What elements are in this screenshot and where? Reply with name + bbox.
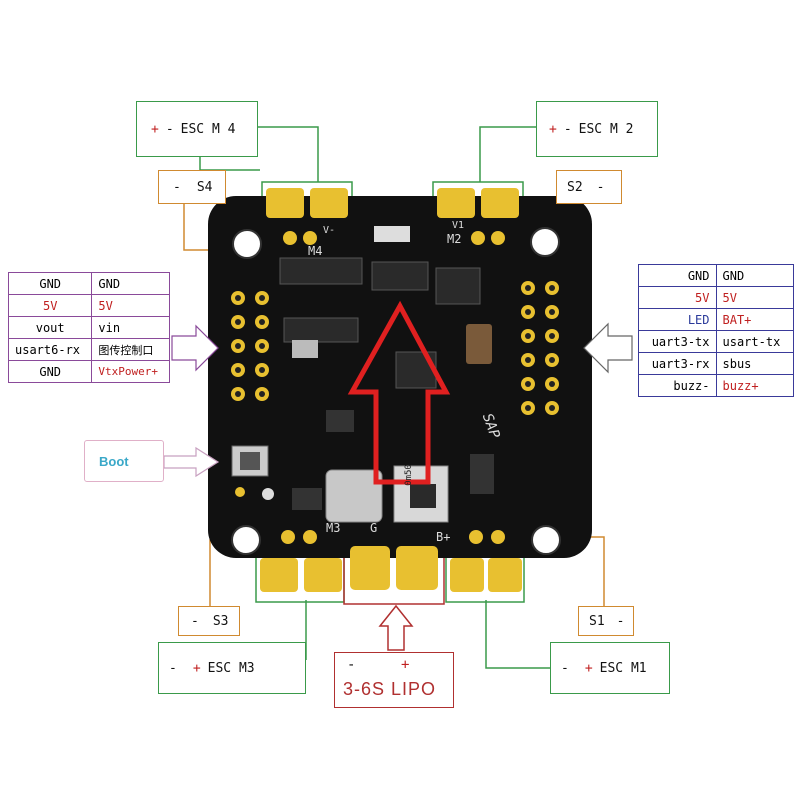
plus-sign: + [584,660,593,676]
minus-sign: - [596,179,605,195]
silk-shunt: 0m50 [403,464,414,486]
s2-label: S2 - [556,170,622,204]
pin-label: usart-tx [715,330,794,353]
pin-label: 5V [638,286,717,309]
pin-label: buzz+ [715,374,794,397]
esc-m1-label: - + ESC M1 [550,642,670,694]
plus-sign: + [151,121,159,137]
pin-label: usart6-rx [7,338,93,361]
esc-m1-text: ESC M1 [599,660,647,676]
silk-bplus: B+ [436,530,451,544]
silk-m4: M4 [308,244,323,258]
pin-label: vout [7,316,93,339]
esc-m2-label: + - ESC M 2 [536,101,658,157]
pin-label: BAT+ [715,308,794,331]
silk-m3: M3 [326,521,341,535]
s1-label: S1 - [578,606,634,636]
esc-m3-text: ESC M3 [207,660,255,676]
boot-label: Boot [84,440,164,482]
pin-label: uart3-tx [638,330,717,353]
plus-sign: + [192,660,201,676]
esc-m4-text: ESC M 4 [180,121,236,137]
pin-label: GND [715,264,794,287]
pin-label: buzz- [638,374,717,397]
pin-label: 5V [91,294,170,317]
s3-label: - S3 [178,606,240,636]
s1-text: S1 [589,613,605,629]
silk-v1: V1 [452,220,465,231]
plus-sign: + [549,121,557,137]
pin-label: GND [638,264,717,287]
pin-label: GND [7,272,93,295]
s3-text: S3 [212,613,229,629]
pin-label: uart3-rx [638,352,717,375]
minus-sign: - [616,613,625,629]
minus-sign: - [347,657,356,673]
pin-label: 5V [7,294,93,317]
table-row: buzz-buzz+ [638,374,794,397]
pin-label: LED [638,308,717,331]
pin-label: sbus [715,352,794,375]
minus-sign: - [561,660,569,676]
silk-m2: M2 [447,232,462,246]
minus-sign: - [191,613,199,629]
boot-text: Boot [99,453,129,469]
pin-label: vin [91,316,170,339]
minus-sign: - [563,121,572,137]
s4-label: - S4 [158,170,226,204]
minus-sign: - [165,121,174,137]
minus-sign: - [169,660,177,676]
silk-v4: V- [323,225,336,236]
pin-label: VtxPower+ [91,360,170,383]
pin-label: 图传控制口 [91,338,170,361]
lipo-text: 3-6S LIPO [343,679,437,699]
pin-label: GND [7,360,93,383]
pin-label: GND [91,272,170,295]
pin-label: 5V [715,286,794,309]
s4-text: S4 [196,179,213,195]
silk-g: G [370,521,378,535]
lipo-label: - + 3-6S LIPO [334,652,454,708]
esc-m4-label: + - ESC M 4 [136,101,258,157]
esc-m3-label: - + ESC M3 [158,642,306,694]
plus-sign: + [401,657,410,673]
esc-m2-text: ESC M 2 [578,121,634,137]
minus-sign: - [173,179,181,195]
s2-text: S2 [567,179,583,195]
